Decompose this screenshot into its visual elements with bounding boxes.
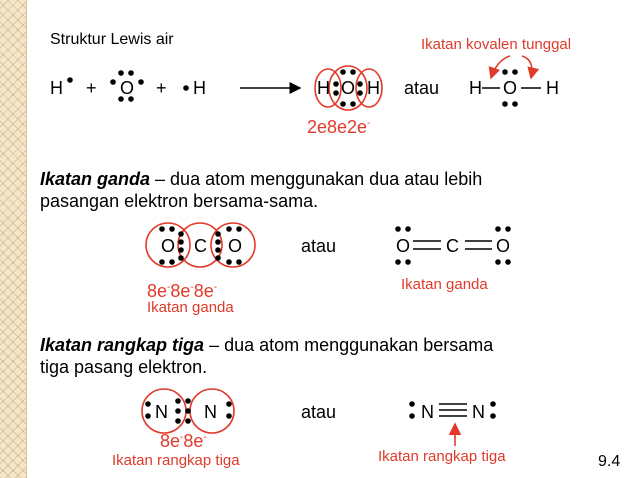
n2-struct-n2: N (472, 402, 485, 422)
atau-2: atau (301, 236, 337, 256)
co2-o1: O (161, 236, 176, 256)
struct-h2: H (546, 78, 559, 98)
n2-n1: N (155, 402, 168, 422)
n2-n2: N (204, 402, 217, 422)
atau-1: atau (404, 78, 440, 98)
water-structure-lone-pairs (502, 69, 518, 107)
n2-electrons (145, 398, 232, 424)
decorative-stripe (0, 0, 27, 478)
covalent-label: Ikatan kovalen tunggal (421, 36, 572, 53)
struct-o: O (503, 78, 518, 98)
triple-bond-definition: Ikatan rangkap tiga – dua atom menggunak… (40, 335, 494, 377)
plus-sign: + (86, 78, 97, 98)
h-atom-electron-2 (183, 85, 189, 91)
water-overlap-circles (314, 65, 383, 111)
water-electrons (333, 69, 363, 107)
co2-o2: O (228, 236, 243, 256)
n2-structure-bonds (439, 403, 467, 417)
water-o: O (341, 78, 356, 98)
co2-structure-lone-pairs (395, 226, 511, 265)
h-atom: H (50, 78, 63, 98)
double-bond-label-right: Ikatan ganda (401, 276, 488, 293)
plus-sign-2: + (156, 78, 167, 98)
triple-bond-label-left: Ikatan rangkap tiga (112, 452, 240, 469)
co2-struct-o2: O (496, 236, 511, 256)
struct-h1: H (469, 78, 482, 98)
electron-count-1: 2e8e2e- (307, 117, 371, 137)
triple-bond-term: Ikatan rangkap tiga (40, 335, 205, 355)
electron-count-3: 8e-8e- (160, 431, 207, 451)
h-atom-electron (67, 77, 73, 83)
o-atom-electrons (110, 70, 144, 102)
section1-title: Struktur Lewis air (50, 31, 174, 48)
n2-struct-n1: N (421, 402, 434, 422)
covalent-arrows (488, 55, 540, 80)
co2-c: C (194, 236, 207, 256)
double-bond-term: Ikatan ganda (40, 169, 151, 189)
water-h1: H (317, 78, 330, 98)
double-bond-definition: Ikatan ganda – dua atom menggunakan dua … (40, 169, 483, 211)
co2-structure-bonds (413, 240, 492, 250)
co2-struct-o1: O (396, 236, 411, 256)
atau-3: atau (301, 402, 337, 422)
triple-bond-label-right: Ikatan rangkap tiga (378, 448, 506, 465)
o-atom: O (120, 78, 135, 98)
double-bond-label-left: Ikatan ganda (147, 299, 234, 316)
h-atom-2: H (193, 78, 206, 98)
water-h2: H (367, 78, 380, 98)
co2-struct-c: C (446, 236, 459, 256)
n2-structure-lone-pairs (409, 401, 496, 419)
page-number: 9.4 (598, 453, 621, 470)
electron-count-2: 8e-8e-8e- (147, 281, 218, 301)
co2-electrons (159, 226, 242, 265)
co2-overlap-circles (145, 222, 256, 268)
